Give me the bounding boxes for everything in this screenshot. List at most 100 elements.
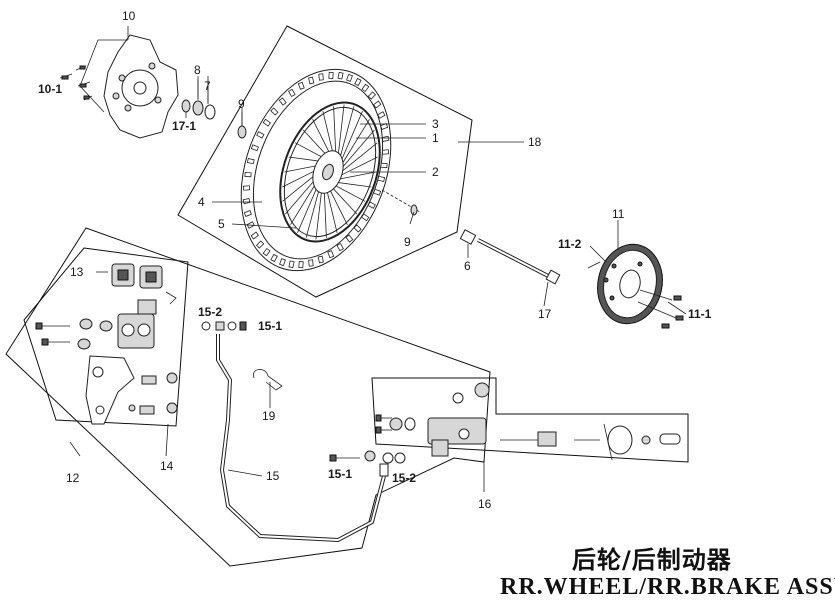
tire-tread-block — [262, 247, 271, 257]
callout-17: 17 — [538, 307, 552, 321]
tire-tread-block — [373, 100, 382, 109]
tire-tread-block — [270, 107, 279, 116]
tire-tread-block — [308, 259, 314, 267]
wheel-spoke — [335, 181, 372, 188]
callout-15-2-bottom: 15-2 — [392, 471, 416, 485]
callout-1: 1 — [432, 131, 439, 145]
brake-hose — [201, 321, 406, 543]
tire-tread-block — [298, 261, 304, 269]
tire-tread-block — [367, 91, 377, 100]
tire-tread-block — [250, 231, 259, 240]
callout-15-1-bottom: 15-1 — [328, 467, 352, 481]
tire-tread-block — [380, 123, 389, 130]
wheel-spoke — [339, 111, 363, 164]
callout-3: 3 — [432, 117, 439, 131]
tire-tread-block — [244, 171, 252, 178]
callout-17-1: 17-1 — [172, 119, 196, 133]
callout-16: 16 — [478, 497, 492, 511]
wheel-spoke — [340, 119, 370, 167]
wheel-spoke — [339, 142, 378, 174]
callout-5: 5 — [218, 217, 225, 231]
callout-19: 19 — [262, 409, 276, 423]
hub-spacers — [181, 80, 247, 139]
tire-tread-block — [242, 197, 251, 205]
callout-11: 11 — [612, 207, 625, 221]
caliper-parts — [35, 291, 178, 425]
tire-tread-block — [288, 260, 295, 269]
wheel-spoke — [323, 186, 327, 238]
tire-tread-block — [250, 144, 259, 152]
brake-disc — [103, 34, 179, 139]
callout-8: 8 — [194, 63, 201, 77]
disc-bolts — [59, 39, 128, 113]
wheel-spoke — [325, 187, 338, 233]
tire-tread-block — [380, 162, 388, 169]
tire-tread-block — [377, 175, 386, 182]
callout-15: 15 — [266, 469, 280, 483]
tire-tread-block — [297, 81, 305, 90]
rear-wheel — [240, 68, 392, 272]
tire-tread-block — [246, 158, 255, 165]
tire-tread-block — [381, 149, 390, 155]
wheel-spoke — [338, 106, 355, 161]
callout-10-1: 10-1 — [38, 82, 62, 96]
wheel-spoke — [315, 185, 323, 240]
tire-tread-block — [308, 76, 315, 85]
tire-tread-block — [255, 240, 265, 249]
wheel-spoke — [328, 187, 348, 225]
wheel-spoke — [337, 104, 345, 159]
brake-assembly-frame — [5, 227, 491, 567]
tire-tread-block — [345, 234, 354, 243]
diagram-title-english: RR.WHEEL/RR.BRAKE ASSY. — [500, 574, 835, 600]
caliper-subframe — [23, 247, 189, 427]
tire-tread-block — [242, 185, 251, 191]
callout-9-bottom: 9 — [404, 235, 411, 249]
wheel-spoke — [330, 185, 358, 215]
tire-tread-block — [336, 242, 344, 252]
callout-10: 10 — [122, 9, 136, 23]
callout-4: 4 — [198, 195, 205, 209]
wheel-spoke — [340, 129, 375, 170]
callout-12: 12 — [66, 471, 80, 485]
tire-tread-block — [381, 135, 390, 143]
tire-tread-block — [318, 73, 324, 81]
tire-tread-block — [317, 255, 324, 264]
callout-6: 6 — [464, 259, 471, 273]
tire-tread-block — [288, 88, 296, 98]
diagram-title-chinese: 后轮/后制动器 — [572, 546, 732, 574]
tire-tread-block — [256, 131, 265, 139]
tire-tread-block — [373, 188, 382, 196]
tire-tread-block — [353, 224, 362, 233]
hose-clamp — [252, 369, 283, 391]
leader-lines — [69, 26, 687, 492]
tire-tread-block — [354, 77, 362, 87]
wheel-spoke — [305, 183, 322, 238]
tire-tread-block — [243, 210, 252, 217]
callout-2: 2 — [432, 165, 439, 179]
callout-11-1: 11-1 — [688, 307, 712, 321]
callout-14: 14 — [160, 459, 174, 473]
callout-18: 18 — [528, 135, 542, 149]
callout-7: 7 — [204, 79, 211, 93]
tire-tread-block — [337, 71, 344, 80]
callout-9-top: 9 — [238, 97, 245, 111]
tire-tread-block — [262, 118, 271, 127]
tire-tread-block — [346, 73, 353, 82]
brake-pads — [111, 263, 163, 289]
tire-tread-block — [367, 201, 376, 209]
wheel-assembly-frame — [177, 25, 473, 298]
wheel-spoke — [333, 106, 337, 158]
wheel-spoke — [322, 111, 335, 157]
tire-tread-block — [361, 83, 370, 93]
wheel-spoke — [312, 119, 332, 157]
tire-tread-block — [361, 213, 370, 222]
wheel-spoke — [338, 156, 378, 177]
master-cylinder-parts — [375, 382, 681, 461]
rear-sprocket — [587, 243, 684, 329]
tire-tread-block — [377, 111, 386, 119]
wheel-spoke — [333, 184, 366, 202]
callout-15-2-top: 15-2 — [198, 305, 222, 319]
master-cylinder-subframe — [371, 377, 689, 463]
